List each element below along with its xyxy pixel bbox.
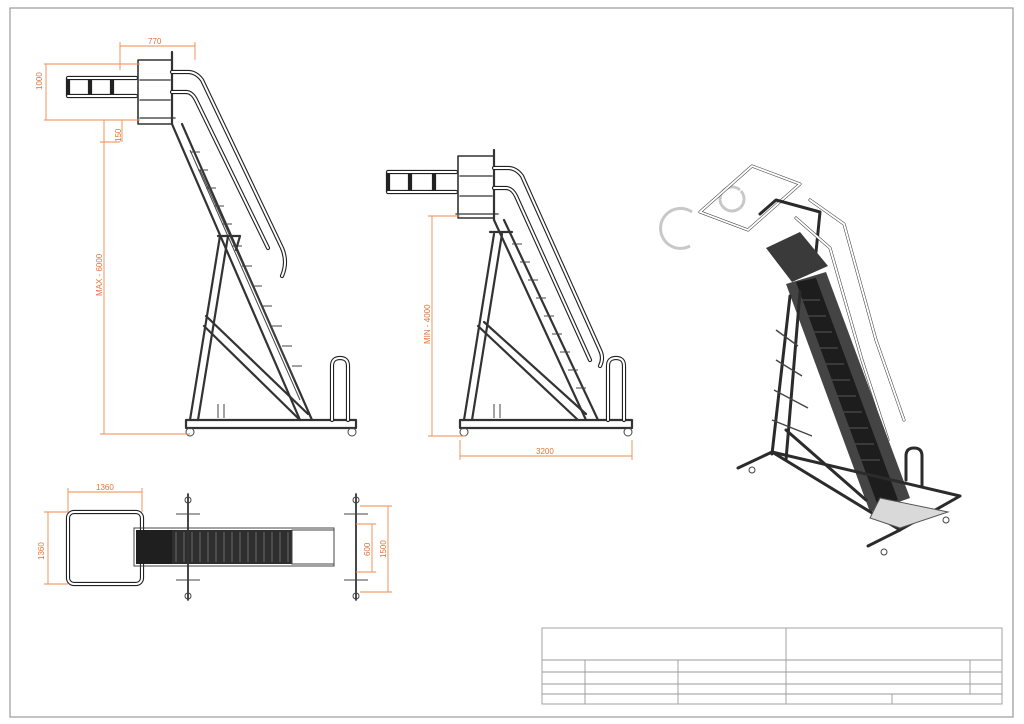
dim-1360-width: 1360 [96, 483, 114, 492]
dim-150: 150 [114, 128, 123, 142]
plan-dimensions: 1360 1360 600 1500 [37, 483, 392, 593]
mid-dimensions: MIN - 4000 3200 [423, 215, 633, 460]
side-elevation-max [65, 50, 358, 437]
dim-600: 600 [363, 542, 372, 556]
title-block [541, 627, 1003, 705]
isometric-view [659, 164, 962, 556]
sheet-border [9, 7, 1014, 718]
dim-1360-depth: 1360 [37, 542, 46, 560]
dim-1000: 1000 [35, 72, 44, 90]
dim-1500: 1500 [379, 540, 388, 558]
side-dimensions: 770 1000 150 MAX - 6000 [35, 37, 196, 435]
dim-min-height: MIN - 4000 [423, 304, 432, 344]
dim-3200: 3200 [536, 447, 554, 456]
side-elevation-min [385, 148, 634, 437]
plan-view [65, 493, 368, 601]
dim-max-height: MAX - 6000 [95, 253, 104, 296]
dim-770: 770 [148, 37, 162, 46]
